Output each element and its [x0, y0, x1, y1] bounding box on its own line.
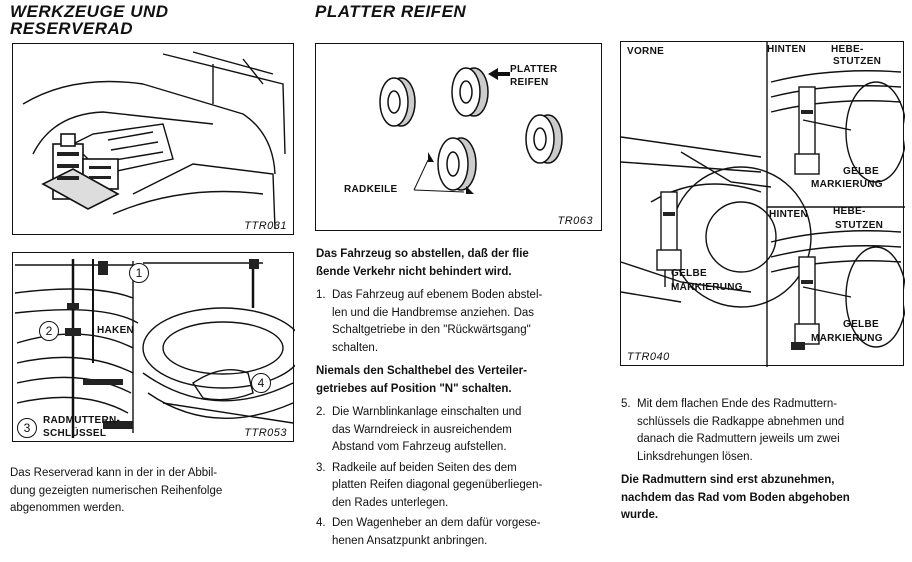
warning-line: Niemals den Schalthebel des Verteiler- — [316, 365, 527, 377]
label-radkeile: RADKEILE — [344, 184, 398, 195]
step-2: 2. Die Warnblinkanlage einschalten und d… — [316, 404, 606, 457]
step-line: schlüssels die Radkappe abnehmen und — [637, 415, 845, 428]
step-line: Linksdrehungen lösen. — [637, 450, 753, 463]
step-number: 1. — [316, 289, 326, 301]
warning-transfer: Niemals den Schalthebel des Verteiler- g… — [316, 363, 606, 398]
step-line: Das Fahrzeug auf ebenem Boden abstel- — [332, 289, 543, 301]
label-hebe-bottom: HEBE- — [833, 206, 866, 217]
step-line: platten Reifen diagonal gegenüberliegen- — [332, 479, 543, 491]
label-stutzen-bottom: STUTZEN — [835, 220, 884, 231]
step-line: henen Ansatzpunkt anbringen. — [332, 534, 488, 547]
label-platter: PLATTER — [510, 64, 558, 75]
figure-code: TTR053 — [244, 427, 287, 439]
step-marker-4: 4 — [251, 373, 271, 393]
warning-line: nachdem das Rad vom Boden abgehoben — [621, 491, 850, 504]
step-number: 5. — [621, 398, 631, 410]
label-hinten-top: HINTEN — [767, 44, 807, 55]
middle-instructions: Das Fahrzeug so abstellen, daß der flie … — [316, 246, 606, 550]
caption-line: dung gezeigten numerischen Reihenfolge — [10, 484, 223, 497]
label-gelbe-front: GELBE — [671, 268, 707, 279]
label-hinten-bottom: HINTEN — [769, 209, 809, 220]
label-haken: HAKEN — [97, 325, 135, 336]
label-markierung-bottom: MARKIERUNG — [811, 333, 883, 344]
step-line: len und die Handbremse anziehen. Das — [332, 306, 535, 319]
figure-code: TR063 — [557, 215, 593, 227]
label-gelbe-bottom: GELBE — [843, 319, 879, 330]
step-number: 2. — [316, 406, 326, 418]
step-5: 5. Mit dem flachen Ende des Radmuttern- … — [621, 396, 909, 466]
figure-code: TTR040 — [627, 351, 670, 363]
warning-line: getriebes auf Position "N" schalten. — [316, 382, 512, 395]
spare-wheel-illustration — [14, 259, 295, 438]
intro-line: ßende Verkehr nicht behindert wird. — [316, 265, 512, 278]
step-1: 1. Das Fahrzeug auf ebenem Boden abstel-… — [316, 287, 606, 357]
label-vorne: VORNE — [627, 46, 665, 57]
step-4: 4. Den Wagenheber an dem dafür vorgese- … — [316, 515, 606, 550]
step-line: Mit dem flachen Ende des Radmuttern- — [637, 398, 838, 410]
warning-line: Die Radmuttern sind erst abzunehmen, — [621, 474, 835, 486]
left-caption: Das Reserverad kann in der in der Abbil-… — [10, 465, 300, 518]
step-line: Den Wagenheber an dem dafür vorgese- — [332, 517, 541, 529]
label-gelbe-top: GELBE — [843, 166, 879, 177]
section-heading-flat-tire: PLATTER REIFEN — [315, 2, 467, 21]
caption-line: Das Reserverad kann in der in der Abbil- — [10, 467, 218, 479]
section-heading-tools: WERKZEUGE UND RESERVERAD — [10, 3, 169, 37]
figure-tools-storage: TTR031 — [12, 43, 294, 235]
figure-jack-points: VORNE HINTEN HEBE- STUTZEN GELBE MARKIER… — [620, 41, 905, 367]
step-marker-3: 3 — [17, 418, 37, 438]
right-instructions: 5. Mit dem flachen Ende des Radmuttern- … — [621, 396, 909, 525]
step-line: schalten. — [332, 341, 379, 354]
step-marker-1: 1 — [129, 263, 149, 283]
tires-illustration — [379, 67, 563, 194]
warning-wheel-nuts: Die Radmuttern sind erst abzunehmen, nac… — [621, 472, 909, 525]
step-line: das Warndreieck in ausreichendem — [332, 423, 512, 436]
heading-line: WERKZEUGE UND — [10, 2, 169, 21]
label-reifen: REIFEN — [510, 77, 549, 88]
intro-line: Das Fahrzeug so abstellen, daß der flie — [316, 248, 529, 260]
step-line: den Rades unterlegen. — [332, 496, 449, 509]
label-markierung-top: MARKIERUNG — [811, 179, 883, 190]
caption-line: abgenommen werden. — [10, 502, 125, 514]
step-number: 3. — [316, 461, 326, 474]
label-hebe-top: HEBE- — [831, 44, 864, 55]
step-line: Schaltgetriebe in den "Rückwärtsgang" — [332, 324, 531, 336]
heading-line: RESERVERAD — [10, 19, 134, 38]
step-line: danach die Radmuttern jeweils um zwei — [637, 433, 840, 445]
step-line: Abstand vom Fahrzeug aufstellen. — [332, 441, 507, 453]
tools-illustration — [22, 51, 286, 230]
label-stutzen-top: STUTZEN — [833, 56, 882, 67]
figure-spare-wheel: 1 2 3 4 HAKEN RADMUTTERN- SCHLÜSSEL TTR0… — [12, 252, 295, 442]
step-3: 3. Radkeile auf beiden Seiten des dem pl… — [316, 460, 606, 513]
step-line: Radkeile auf beiden Seiten des dem — [332, 461, 517, 474]
step-number: 4. — [316, 517, 326, 529]
warning-line: wurde. — [621, 509, 659, 521]
step-line: Die Warnblinkanlage einschalten und — [332, 406, 522, 418]
label-radmuttern: RADMUTTERN- — [43, 415, 121, 426]
step-marker-2: 2 — [39, 321, 59, 341]
label-markierung-front: MARKIERUNG — [671, 282, 743, 293]
figure-code: TTR031 — [244, 220, 287, 232]
jack-points-illustration — [621, 42, 905, 367]
figure-flat-tire: PLATTER REIFEN RADKEILE TR063 — [315, 43, 602, 231]
label-schluessel: SCHLÜSSEL — [43, 428, 107, 439]
